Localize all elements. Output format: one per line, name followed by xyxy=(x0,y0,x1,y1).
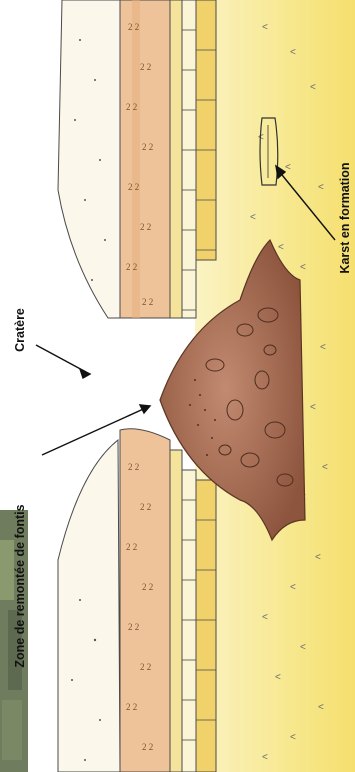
svg-text:<: < xyxy=(290,582,296,593)
svg-text:2 2: 2 2 xyxy=(126,262,137,272)
svg-text:<: < xyxy=(250,212,256,223)
svg-text:<: < xyxy=(300,642,306,653)
svg-text:<: < xyxy=(278,242,284,253)
svg-text:2 2: 2 2 xyxy=(128,22,139,32)
svg-text:2 2: 2 2 xyxy=(126,102,137,112)
svg-text:2 2: 2 2 xyxy=(142,742,153,752)
svg-text:<: < xyxy=(320,342,326,353)
svg-text:2 2: 2 2 xyxy=(126,702,137,712)
svg-text:<: < xyxy=(310,402,316,413)
label-karst: Karst en formation xyxy=(338,162,352,273)
svg-text:2 2: 2 2 xyxy=(128,622,139,632)
svg-text:2 2: 2 2 xyxy=(140,502,151,512)
svg-text:<: < xyxy=(262,612,268,623)
svg-text:<: < xyxy=(290,47,296,58)
label-cratere: Cratère xyxy=(13,308,27,352)
svg-text:2 2: 2 2 xyxy=(142,297,153,307)
svg-text:<: < xyxy=(322,462,328,473)
svg-text:<: < xyxy=(275,672,281,683)
svg-text:<: < xyxy=(262,752,268,763)
svg-text:2 2: 2 2 xyxy=(140,62,151,72)
svg-text:<: < xyxy=(300,262,306,273)
svg-text:2 2: 2 2 xyxy=(126,542,137,552)
upper-strata-block: 2 2 2 2 2 2 2 2 2 2 2 2 2 2 2 2 xyxy=(58,0,216,318)
svg-text:2 2: 2 2 xyxy=(140,222,151,232)
svg-text:<: < xyxy=(285,162,291,173)
svg-text:<: < xyxy=(290,732,296,743)
svg-text:2 2: 2 2 xyxy=(142,582,153,592)
svg-text:2 2: 2 2 xyxy=(142,142,153,152)
svg-text:2 2: 2 2 xyxy=(128,182,139,192)
svg-text:<: < xyxy=(262,22,268,33)
svg-text:<: < xyxy=(318,182,324,193)
svg-text:2 2: 2 2 xyxy=(140,662,151,672)
svg-text:<: < xyxy=(310,82,316,93)
label-zone-remontee: Zone de remontée de fontis xyxy=(13,504,27,667)
svg-text:<: < xyxy=(318,702,324,713)
svg-text:<: < xyxy=(315,552,321,563)
svg-text:2 2: 2 2 xyxy=(128,462,139,472)
